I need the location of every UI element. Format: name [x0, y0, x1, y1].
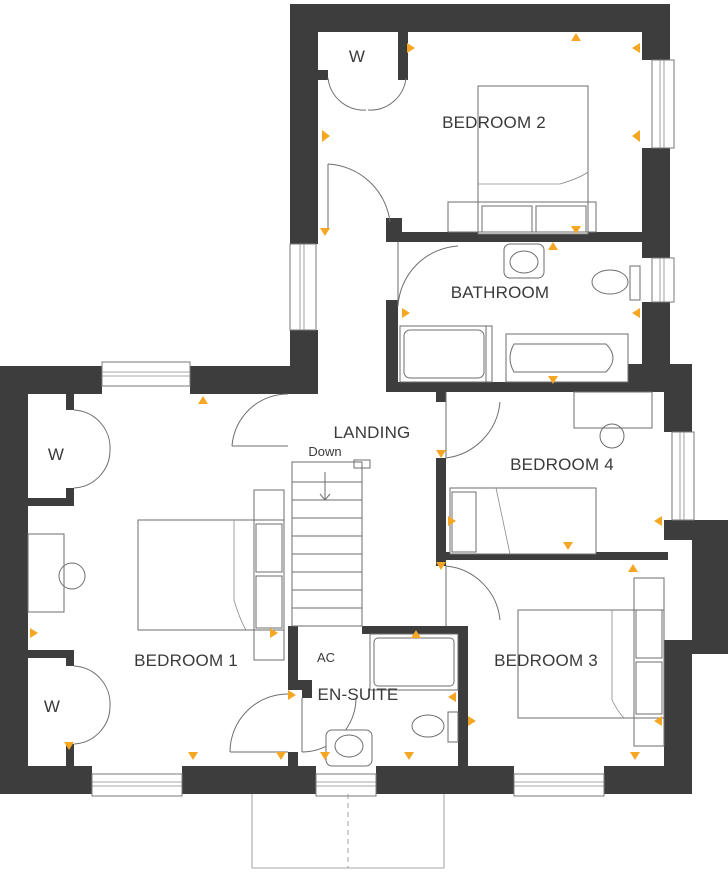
airing-cupboard-label: AC: [317, 650, 335, 665]
orange-triangle-icon: [407, 43, 415, 53]
windows: [91, 59, 695, 797]
orange-triangle-icon: [548, 242, 558, 250]
orange-triangle-icon: [188, 752, 198, 760]
orange-triangle-icon: [563, 542, 573, 550]
orange-triangle-icon: [270, 628, 278, 638]
stair-direction-label: Down: [308, 444, 341, 459]
orange-triangle-icon: [436, 450, 446, 458]
orange-triangle-icon: [571, 226, 581, 234]
room-labels: BEDROOM 2 BATHROOM LANDING BEDROOM 4 BED…: [44, 47, 614, 716]
orange-triangle-icon: [276, 752, 286, 760]
socket-markers: [30, 33, 662, 760]
orange-triangle-icon: [448, 516, 456, 526]
orange-triangle-icon: [628, 564, 638, 572]
room-label-bathroom: BATHROOM: [451, 283, 550, 302]
porch: [251, 794, 445, 869]
wardrobe-label: W: [48, 445, 64, 464]
orange-triangle-icon: [654, 516, 662, 526]
room-label-bedroom-4: BEDROOM 4: [510, 455, 614, 474]
orange-triangle-icon: [320, 228, 330, 236]
room-label-en-suite: EN-SUITE: [318, 685, 399, 704]
orange-triangle-icon: [468, 716, 476, 726]
desk-bedroom1: [27, 533, 86, 613]
orange-triangle-icon: [632, 43, 640, 53]
orange-triangle-icon: [548, 376, 558, 384]
bed-bedroom3: [517, 577, 665, 747]
down-arrow-icon: [319, 472, 331, 501]
staircase: [291, 459, 371, 627]
room-label-bedroom-3: BEDROOM 3: [494, 651, 598, 670]
orange-triangle-icon: [322, 130, 330, 142]
room-label-landing: LANDING: [334, 423, 411, 442]
bed-bedroom1: [137, 489, 285, 661]
orange-triangle-icon: [404, 752, 414, 760]
room-label-bedroom-1: BEDROOM 1: [134, 651, 238, 670]
doors: [73, 77, 501, 753]
orange-triangle-icon: [320, 752, 330, 760]
bathroom-fixtures: [399, 243, 641, 383]
ensuite-fixtures: [325, 633, 459, 767]
orange-triangle-icon: [630, 752, 640, 760]
orange-triangle-icon: [198, 396, 208, 404]
walls: [0, 4, 728, 794]
orange-triangle-icon: [402, 308, 410, 318]
orange-triangle-icon: [632, 130, 640, 142]
orange-triangle-icon: [571, 33, 581, 41]
orange-triangle-icon: [632, 308, 640, 318]
orange-triangle-icon: [436, 562, 446, 570]
orange-triangle-icon: [448, 692, 456, 702]
orange-triangle-icon: [64, 742, 74, 750]
orange-triangle-icon: [288, 690, 296, 700]
orange-triangle-icon: [30, 628, 38, 638]
orange-triangle-icon: [654, 716, 662, 726]
wardrobe-label: W: [44, 697, 60, 716]
room-label-bedroom-2: BEDROOM 2: [442, 113, 546, 132]
wardrobe-label: W: [349, 47, 365, 66]
orange-triangle-icon: [411, 630, 421, 638]
bed-bedroom2: [447, 85, 597, 235]
